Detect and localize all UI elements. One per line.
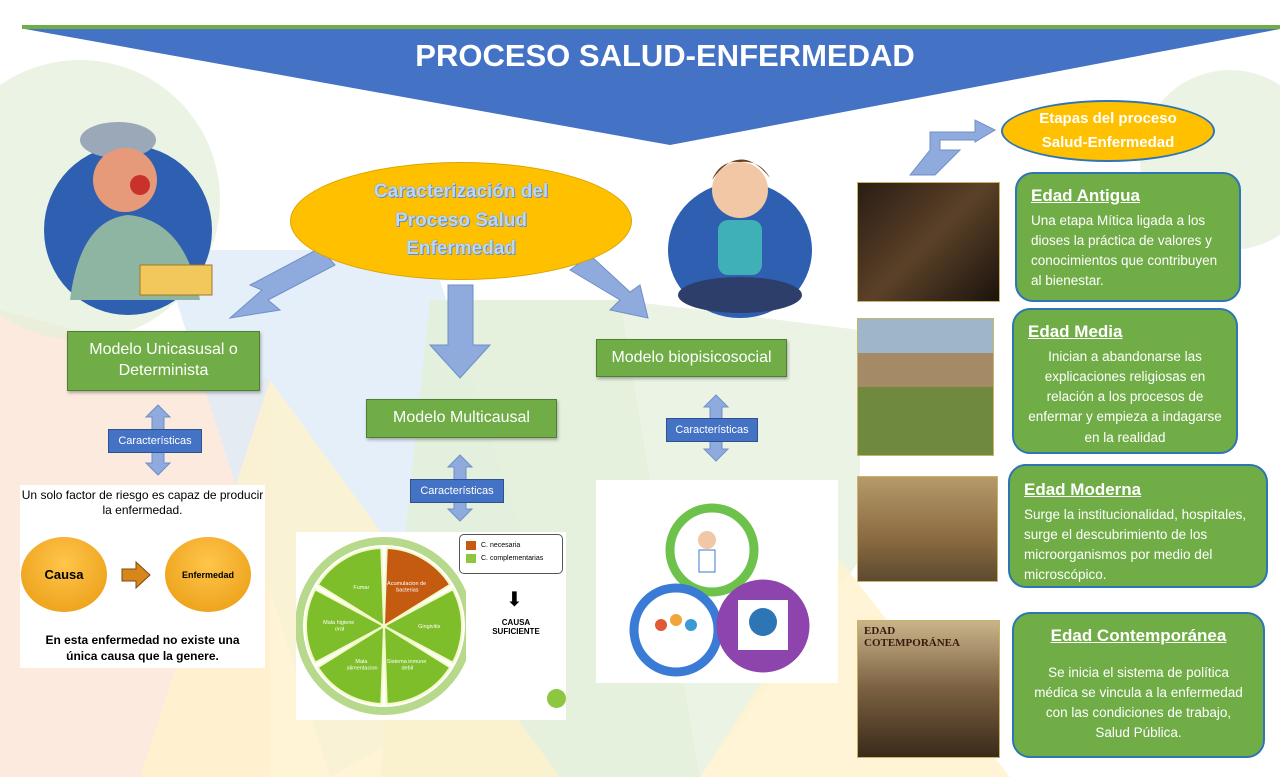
unicausal-top-text: Un solo factor de riesgo es capaz de pro… — [21, 488, 264, 517]
middle-age-photo — [857, 318, 994, 456]
ancient-age-photo — [857, 182, 1000, 302]
meditating-boy-illustration — [668, 159, 812, 318]
center-ellipse: Caracterización del Proceso Salud Enferm… — [290, 162, 632, 280]
unicausal-panel: Un solo factor de riesgo es capaz de pro… — [20, 485, 265, 668]
biopsicosocial-panel — [596, 480, 838, 683]
pie-segment-label: Mala higiene oral — [323, 620, 354, 633]
model-multicausal-box: Modelo Multicausal — [366, 399, 557, 438]
modern-age-photo — [857, 476, 998, 582]
pie-segment-label: Fumar — [353, 585, 369, 591]
causal-pie: Acumulacion de bacteriasGingivitisSistem… — [296, 537, 466, 715]
green-dot — [547, 689, 566, 708]
pie-ring — [296, 537, 466, 715]
characteristics-tag-multicausal: Características — [410, 479, 504, 503]
pie-segment — [316, 547, 386, 628]
pie-segment — [316, 624, 386, 705]
pie-segment — [305, 588, 387, 664]
stage-ancient: Edad Antigua Una etapa Mítica ligada a l… — [1015, 172, 1241, 302]
stages-header-ellipse: Etapas del proceso Salud-Enfermedad — [1001, 100, 1215, 162]
photo-caption: EDAD COTEMPORÁNEA — [864, 625, 960, 649]
cause-circle: Causa — [21, 537, 107, 612]
model-unicausal-box: Modelo Unicasusal o Determinista — [67, 331, 260, 391]
down-arrow-icon: ⬇ — [506, 589, 523, 611]
arrow-right-icon — [121, 561, 151, 589]
page-title: PROCESO SALUD-ENFERMEDAD — [415, 38, 915, 73]
pie-segment — [381, 588, 463, 664]
characteristics-tag-biopsicosocial: Características — [666, 418, 758, 442]
stage-contemporary: Edad Contemporánea Se inicia el sistema … — [1012, 612, 1265, 758]
legend-item-complementary: C. complementarias — [466, 552, 556, 565]
pie-segment-label: Sistema inmune debil — [387, 659, 426, 672]
stage-middle: Edad Media Inician a abandonarse las exp… — [1012, 308, 1238, 454]
pie-segment-label: Gingivitis — [418, 624, 441, 630]
effect-circle: Enfermedad — [165, 537, 251, 612]
model-biopsicosocial-box: Modelo biopisicosocial — [596, 339, 787, 377]
unicausal-bottom-text: En esta enfermedad no existe una única c… — [45, 633, 240, 663]
contemporary-age-photo: EDAD COTEMPORÁNEA — [857, 620, 1000, 758]
biopsicosocial-circles-illustration — [629, 503, 810, 677]
pie-segment-label: Acumulacion de bacterias — [387, 581, 426, 594]
sick-man-illustration — [44, 122, 213, 315]
legend: C. necesaria C. complementarias — [459, 534, 563, 574]
legend-item-necessary: C. necesaria — [466, 539, 556, 552]
characteristics-tag-unicausal: Características — [108, 429, 202, 453]
pie-segment — [382, 547, 452, 628]
pie-segment — [382, 624, 452, 705]
pie-segment-label: Mala alimentacion — [345, 659, 377, 672]
sufficient-cause-text: CAUSA SUFICIENTE — [492, 618, 540, 636]
stage-modern: Edad Moderna Surge la institucionalidad,… — [1008, 464, 1268, 588]
title-banner — [25, 29, 1280, 145]
